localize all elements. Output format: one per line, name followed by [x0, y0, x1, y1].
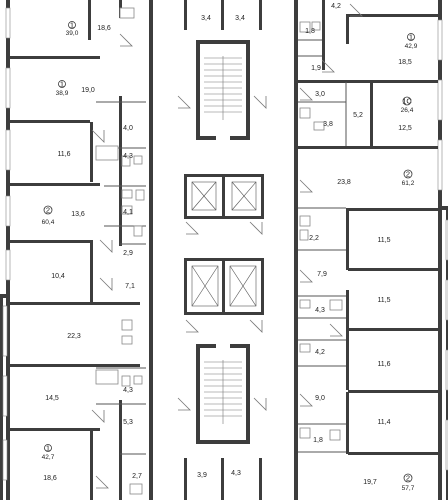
svg-text:57,7: 57,7 — [402, 485, 415, 492]
room-area: 4,0 — [123, 125, 133, 132]
central-core — [184, 0, 264, 500]
room-area: 7,9 — [317, 271, 327, 278]
svg-text:1: 1 — [60, 80, 64, 89]
svg-text:38,9: 38,9 — [56, 90, 69, 97]
room-area: 13,6 — [71, 211, 85, 218]
room-area: 18,6 — [43, 475, 57, 482]
room-area: 10,4 — [51, 273, 65, 280]
apartment-badge: 1C 26,4 — [401, 97, 414, 115]
room-area: 1,9 — [311, 65, 321, 72]
room-areas-right: 4,2 1,8 18,5 1,9 3,0 5,2 3,8 12,5 23,8 2… — [305, 3, 412, 486]
svg-text:2: 2 — [406, 474, 410, 483]
stairs-lower — [204, 360, 242, 424]
room-area: 4,2 — [315, 349, 325, 356]
room-area: 4,2 — [331, 3, 341, 10]
apartment-badge: 1 42,7 — [42, 444, 55, 462]
room-area: 3,8 — [323, 121, 333, 128]
svg-text:42,7: 42,7 — [42, 454, 55, 461]
room-areas-left: 18,6 19,0 4,0 11,6 4,3 13,6 4,1 2,9 10,4… — [43, 25, 142, 482]
right-fixtures — [299, 21, 343, 441]
left-block-walls — [10, 0, 146, 500]
apartment-badge: 2 57,7 — [402, 474, 415, 493]
room-area: 2,2 — [309, 235, 319, 242]
svg-text:1: 1 — [46, 444, 50, 453]
svg-text:39,0: 39,0 — [66, 30, 79, 37]
apartment-badges: 1 39,0 1 38,9 2 60,4 1 42,7 1 42,9 1C 26… — [42, 21, 418, 493]
stairs-upper — [204, 56, 242, 120]
svg-text:26,4: 26,4 — [401, 107, 414, 114]
room-area: 3,9 — [197, 472, 207, 479]
room-area: 4,3 — [123, 153, 133, 160]
room-area: 5,3 — [123, 419, 133, 426]
room-area: 9,0 — [315, 395, 325, 402]
right-block-walls — [298, 0, 438, 455]
left-doors — [91, 33, 133, 489]
apartment-badge: 2 60,4 — [42, 206, 55, 227]
room-area: 4,1 — [123, 209, 133, 216]
room-area: 1,8 — [305, 28, 315, 35]
room-area: 11,5 — [377, 237, 390, 244]
room-area: 11,6 — [377, 361, 390, 368]
room-area: 18,6 — [97, 25, 111, 32]
room-area: 7,1 — [125, 283, 135, 290]
room-area: 3,0 — [315, 91, 325, 98]
room-area: 2,9 — [123, 250, 133, 257]
left-fixtures — [95, 7, 145, 495]
room-area: 5,2 — [353, 112, 363, 119]
apartment-badge: 1 42,9 — [405, 33, 418, 51]
room-area: 4,3 — [315, 307, 325, 314]
apartment-badge: 2 61,2 — [402, 170, 415, 188]
room-area: 23,8 — [337, 179, 351, 186]
room-area: 2,7 — [132, 473, 142, 480]
room-areas-center: 3,4 3,4 3,9 4,3 — [197, 15, 245, 479]
svg-text:42,9: 42,9 — [405, 43, 418, 50]
room-area: 19,0 — [81, 87, 95, 94]
room-area: 11,4 — [377, 419, 390, 426]
right-doors — [299, 3, 363, 407]
apartment-badge: 1 39,0 — [66, 21, 79, 38]
svg-text:60,4: 60,4 — [42, 219, 55, 226]
svg-text:1C: 1C — [402, 97, 412, 106]
room-area: 3,4 — [235, 15, 245, 22]
corridor-doors — [177, 95, 267, 411]
room-area: 11,6 — [57, 151, 70, 158]
svg-text:2: 2 — [46, 206, 50, 215]
room-area: 19,7 — [363, 479, 377, 486]
svg-text:61,2: 61,2 — [402, 180, 415, 187]
apartment-badge: 1 38,9 — [56, 80, 69, 98]
room-area: 3,4 — [201, 15, 211, 22]
room-area: 22,3 — [67, 333, 81, 340]
room-area: 12,5 — [398, 125, 412, 132]
room-area: 11,5 — [377, 297, 390, 304]
svg-text:2: 2 — [406, 170, 410, 179]
svg-text:1: 1 — [409, 33, 413, 42]
room-area: 14,5 — [45, 395, 59, 402]
room-area: 4,3 — [231, 470, 241, 477]
room-area: 1,8 — [313, 437, 323, 444]
room-area: 4,3 — [123, 387, 133, 394]
room-area: 18,5 — [398, 59, 412, 66]
svg-text:1: 1 — [70, 21, 74, 30]
windows — [2, 7, 448, 481]
